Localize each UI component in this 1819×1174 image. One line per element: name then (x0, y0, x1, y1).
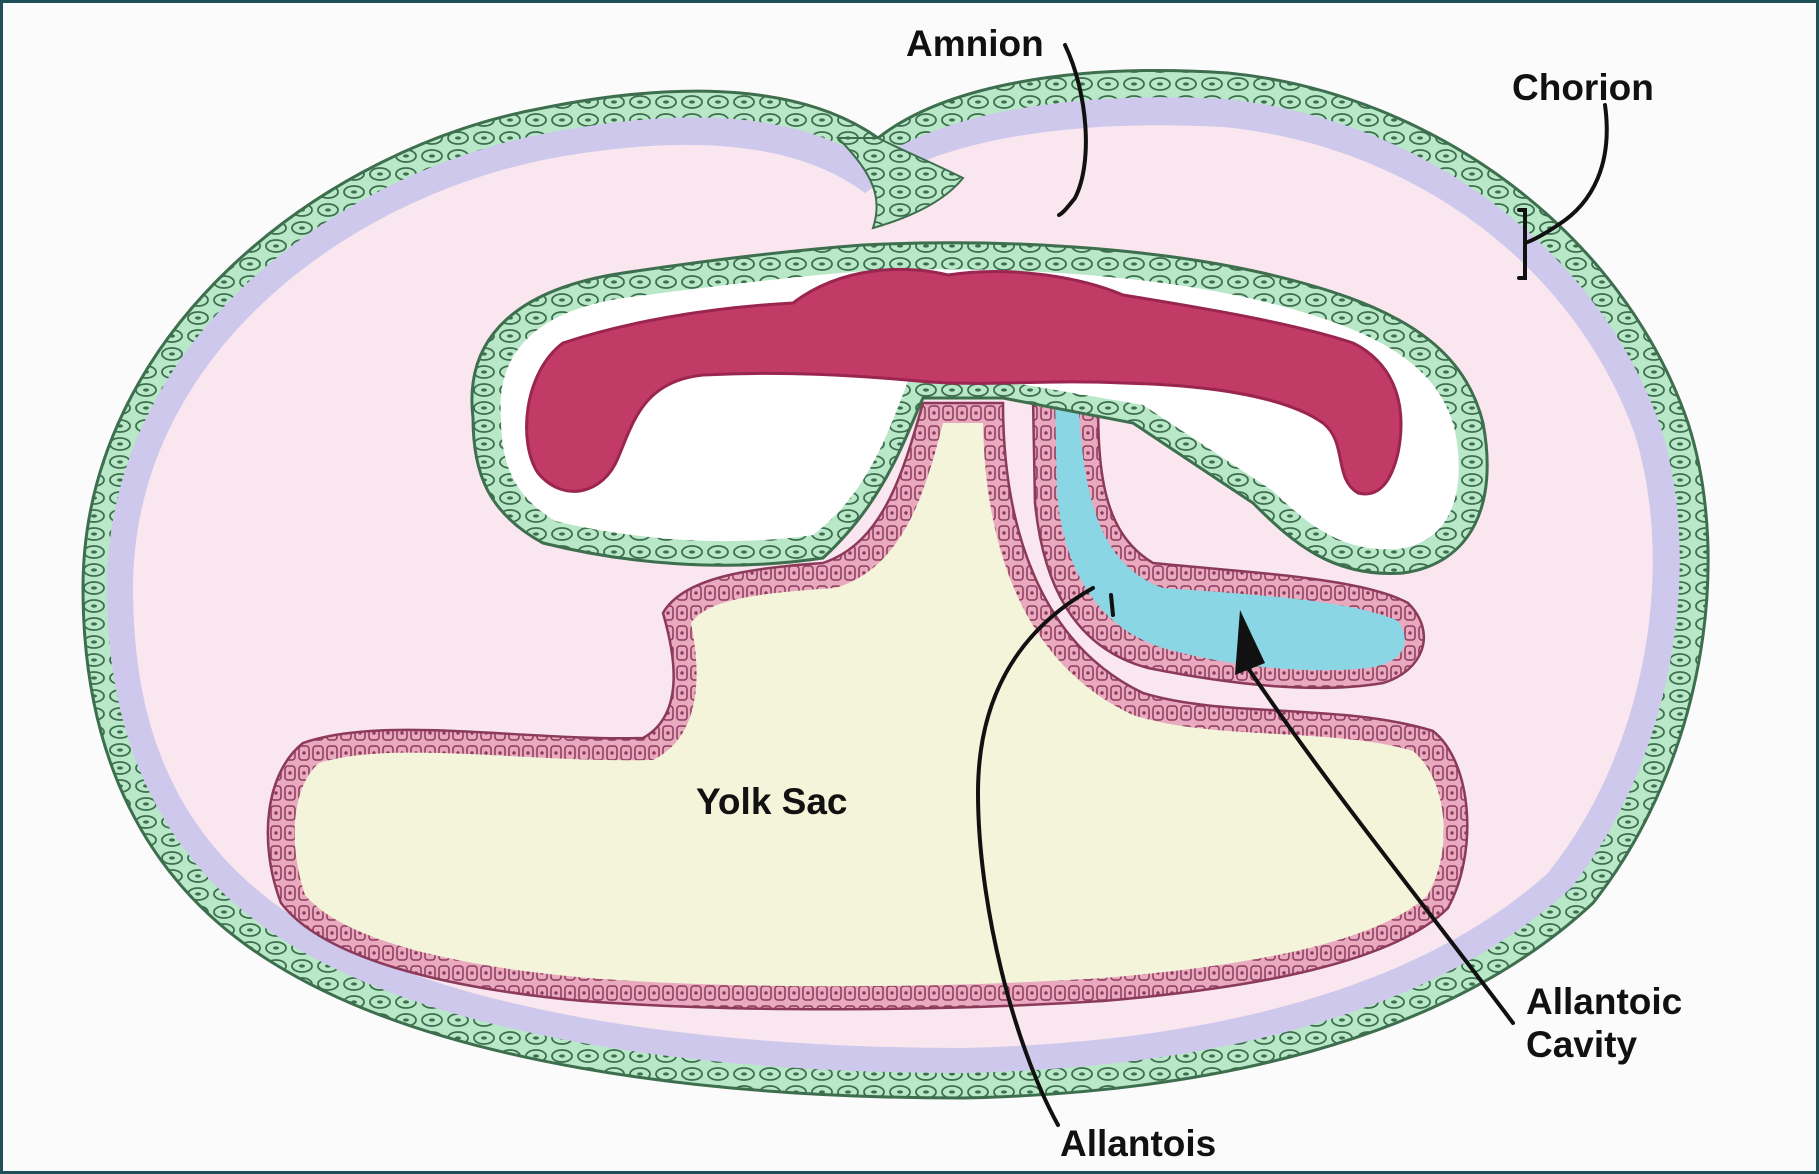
allantois-label: Allantois (1060, 1123, 1216, 1166)
yolk-sac-label: Yolk Sac (696, 781, 848, 824)
allantoic-cavity-label-line1: Allantoic (1526, 981, 1682, 1024)
allantoic-cavity-label-line2: Cavity (1526, 1024, 1682, 1067)
allantoic-cavity-label: Allantoic Cavity (1526, 981, 1682, 1066)
amnion-label: Amnion (906, 23, 1044, 66)
diagram-frame: Amnion Chorion Yolk Sac Allantoic Cavity… (3, 3, 1816, 1171)
allantois-tick (1111, 595, 1113, 615)
chorion-label: Chorion (1512, 67, 1654, 110)
